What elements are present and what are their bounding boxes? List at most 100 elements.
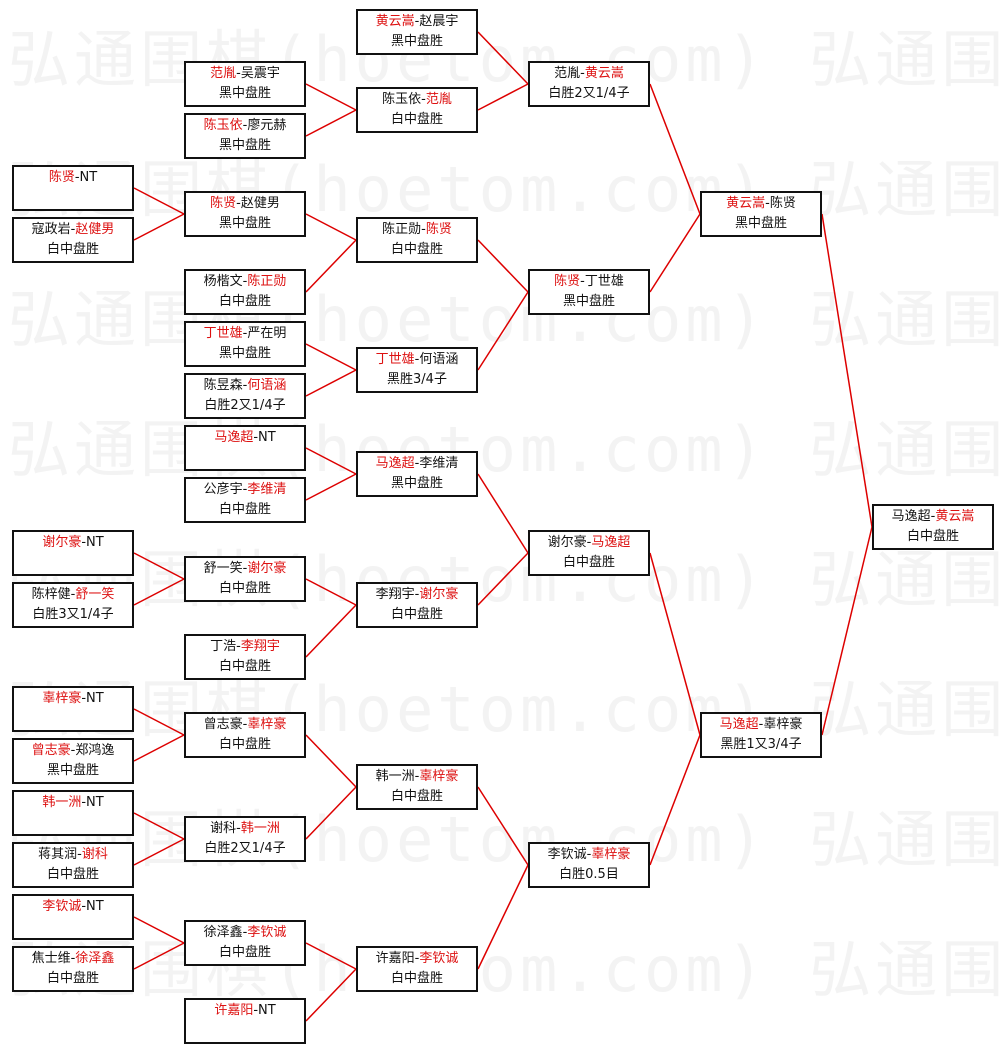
player-white: 陈贤 [769, 196, 796, 211]
match-box-r6-01: 马逸超-黄云嵩白中盘胜 [872, 504, 994, 550]
connector-line [133, 916, 185, 944]
player-white: 李钦诚 [419, 951, 459, 966]
player-black: 陈玉依 [382, 92, 422, 107]
match-players: 陈贤-NT [49, 168, 97, 188]
player-black: 曾志豪 [203, 717, 243, 732]
player-black: 公彦宇 [203, 482, 243, 497]
match-players: 焦士维-徐泽鑫 [32, 949, 115, 969]
match-result: 黑中盘胜 [218, 138, 271, 153]
connector-line [133, 213, 185, 241]
player-black: 黄云嵩 [375, 14, 415, 29]
player-separator: - [414, 352, 420, 367]
match-players: 范胤-黄云嵩 [554, 64, 624, 84]
match-box-r3-04: 丁世雄-何语涵黑胜3/4子 [356, 347, 478, 393]
player-white: 谢尔豪 [247, 561, 287, 576]
match-players: 马逸超-李维清 [376, 454, 459, 474]
player-separator: -NT [253, 1003, 276, 1018]
player-white: 黄云嵩 [935, 509, 975, 524]
match-box-r1-09: 李钦诚-NT [12, 894, 134, 940]
match-players: 蒋其润-谢科 [38, 845, 108, 865]
match-box-r2-11: 曾志豪-辜梓豪白中盘胜 [184, 712, 306, 758]
match-result: 黑中盘胜 [218, 346, 271, 361]
player-separator: -NT [81, 795, 104, 810]
match-box-r2-05: 丁世雄-严在明黑中盘胜 [184, 321, 306, 367]
player-white: 韩一洲 [240, 821, 280, 836]
match-result: 白胜2又1/4子 [548, 86, 630, 101]
player-black: 徐泽鑫 [203, 925, 243, 940]
player-white: 李钦诚 [247, 925, 287, 940]
match-box-r3-05: 马逸超-李维清黑中盘胜 [356, 451, 478, 497]
connector-line [305, 942, 357, 970]
connector-line [133, 734, 185, 762]
player-black: 李钦诚 [42, 899, 82, 914]
match-result: 黑中盘胜 [218, 216, 271, 231]
match-box-r1-07: 韩一洲-NT [12, 790, 134, 836]
player-separator: - [414, 14, 420, 29]
player-black: 丁世雄 [203, 326, 243, 341]
player-black: 黄云嵩 [726, 196, 766, 211]
match-result: 白胜2又1/4子 [204, 398, 286, 413]
player-separator: - [236, 639, 241, 654]
player-white: 廖元赫 [247, 118, 287, 133]
match-box-r2-01: 范胤-吴震宇黑中盘胜 [184, 61, 306, 107]
match-result: 黑胜3/4子 [387, 372, 447, 387]
player-black: 陈贤 [210, 196, 237, 211]
connector-line [305, 369, 357, 397]
connector-line [305, 239, 357, 293]
match-players: 谢尔豪-NT [42, 533, 103, 553]
player-black: 马逸超 [375, 456, 415, 471]
player-white: 马逸超 [591, 535, 631, 550]
connector-line [133, 942, 185, 970]
player-separator: - [70, 743, 76, 758]
player-white: 范胤 [425, 92, 452, 107]
player-black: 辜梓豪 [42, 691, 82, 706]
connector-line [821, 213, 873, 528]
match-players: 李钦诚-NT [42, 897, 103, 917]
match-players: 陈玉依-范胤 [382, 90, 452, 110]
match-players: 陈贤-丁世雄 [554, 272, 624, 292]
player-separator: -NT [81, 535, 104, 550]
player-black: 韩一洲 [42, 795, 82, 810]
connector-line [133, 812, 185, 840]
match-box-r2-09: 舒一笑-谢尔豪白中盘胜 [184, 556, 306, 602]
player-white: 徐泽鑫 [75, 951, 115, 966]
match-box-r1-03: 谢尔豪-NT [12, 530, 134, 576]
player-white: 辜梓豪 [591, 847, 631, 862]
player-black: 焦士维 [31, 951, 71, 966]
match-box-r5-01: 黄云嵩-陈贤黑中盘胜 [700, 191, 822, 237]
player-black: 陈昱森 [203, 378, 243, 393]
match-result: 白中盘胜 [218, 294, 271, 309]
match-box-r4-03: 谢尔豪-马逸超白中盘胜 [528, 530, 650, 576]
connector-line [477, 31, 529, 85]
match-result: 黑胜1又3/4子 [720, 737, 802, 752]
player-black: 杨楷文 [203, 274, 243, 289]
match-box-r3-02: 陈玉依-范胤白中盘胜 [356, 87, 478, 133]
match-box-r2-02: 陈玉依-廖元赫黑中盘胜 [184, 113, 306, 159]
player-white: 陈正勋 [247, 274, 287, 289]
player-black: 马逸超 [719, 717, 759, 732]
connector-line [477, 864, 529, 970]
connector-line [305, 213, 357, 241]
match-players: 谢尔豪-马逸超 [548, 533, 631, 553]
player-black: 谢科 [210, 821, 237, 836]
match-result [71, 813, 75, 833]
player-separator: - [242, 482, 248, 497]
match-box-r5-02: 马逸超-辜梓豪黑胜1又3/4子 [700, 712, 822, 758]
match-players: 马逸超-辜梓豪 [720, 715, 803, 735]
match-box-r1-01: 陈贤-NT [12, 165, 134, 211]
player-black: 谢尔豪 [547, 535, 587, 550]
match-result: 白胜2又1/4子 [204, 841, 286, 856]
player-separator: - [242, 274, 248, 289]
match-box-r3-07: 韩一洲-辜梓豪白中盘胜 [356, 764, 478, 810]
player-white: 丁世雄 [584, 274, 624, 289]
player-black: 范胤 [210, 66, 237, 81]
player-separator: - [242, 378, 248, 393]
match-result: 白中盘胜 [390, 607, 443, 622]
player-white: 辜梓豪 [763, 717, 803, 732]
match-box-r2-13: 徐泽鑫-李钦诚白中盘胜 [184, 920, 306, 966]
player-white: 赵健男 [75, 222, 115, 237]
connector-line [305, 343, 357, 371]
player-separator: - [580, 66, 585, 81]
player-separator: - [70, 222, 76, 237]
